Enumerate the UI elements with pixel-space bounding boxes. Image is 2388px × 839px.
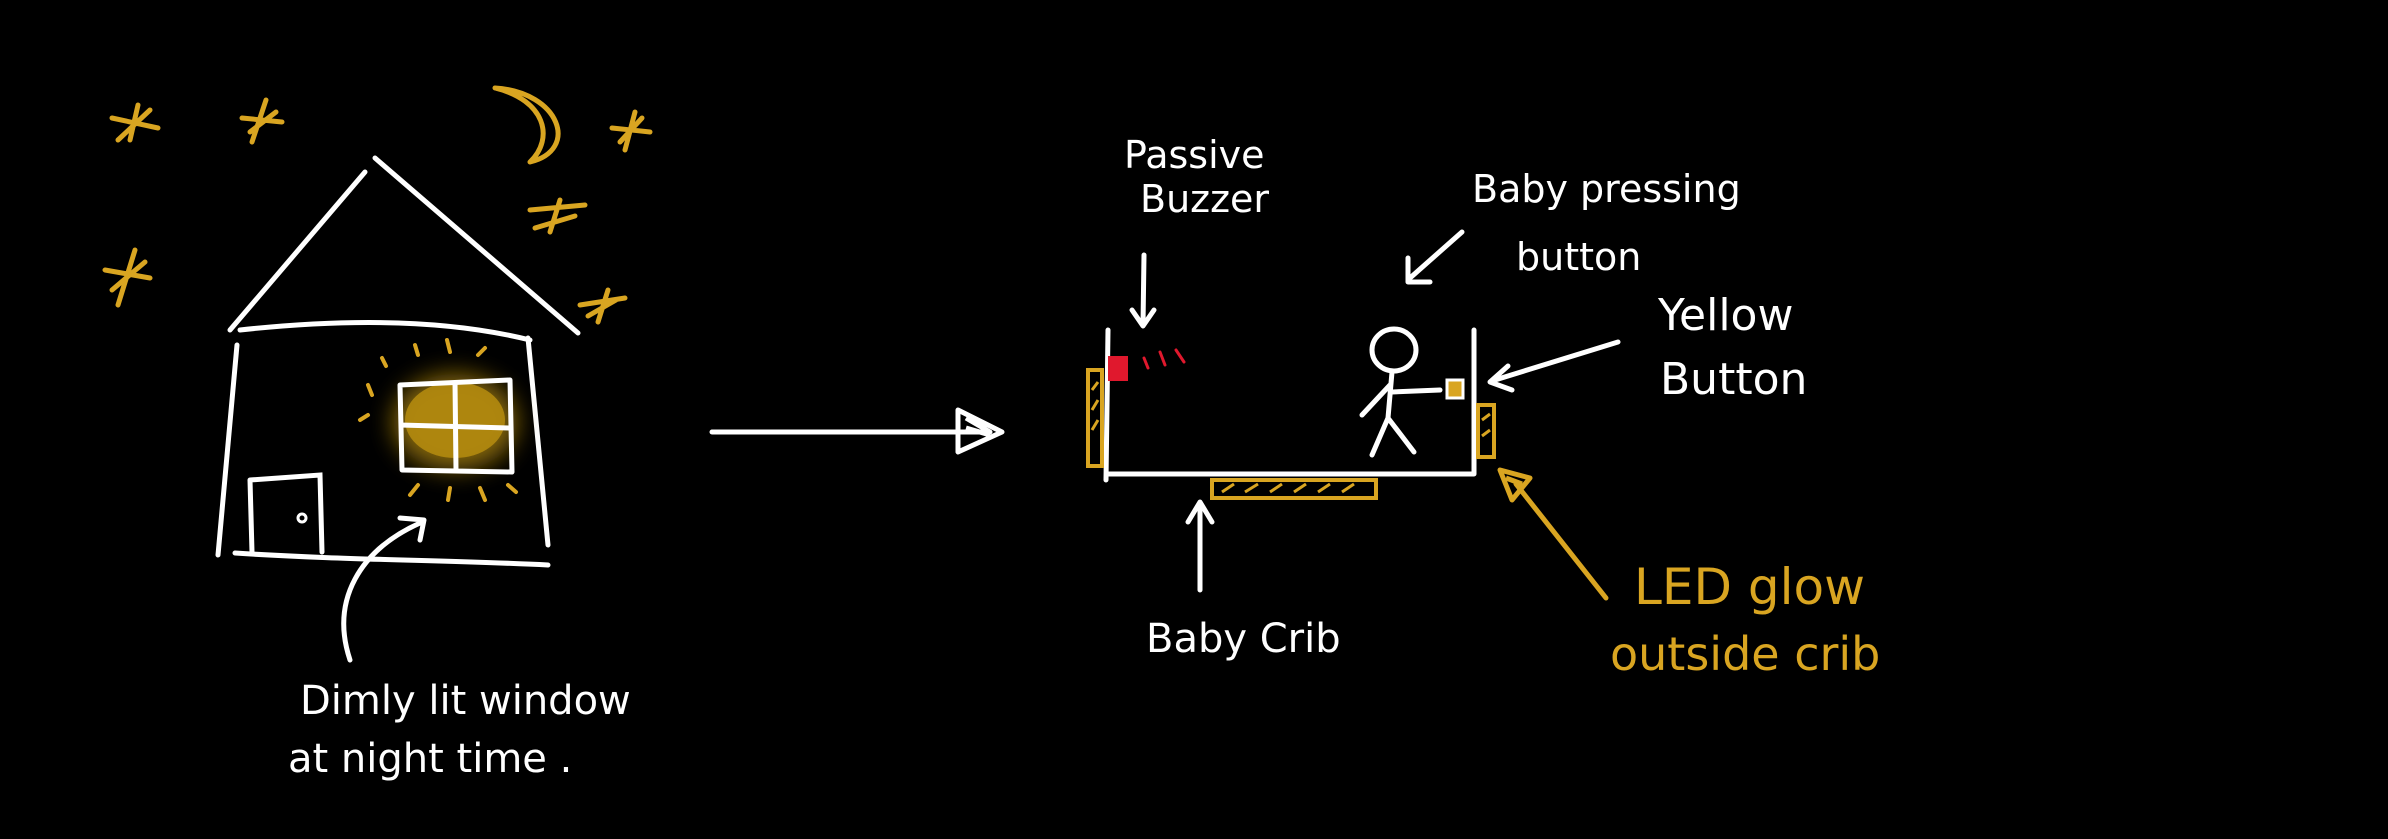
yellow-button [1445,378,1465,400]
house-door [247,472,325,555]
transition-arrow [709,407,1005,455]
led-strip-left [1086,368,1104,468]
house-roof [227,155,581,336]
led-pointer-arrow [1513,481,1609,601]
star-icon [102,247,153,308]
window-pointer-arrow [341,515,427,663]
star-icon [609,109,653,153]
baby-label-line1: Baby pressing [1472,167,1741,211]
arrow-head-icon [955,407,1005,455]
house-window [397,377,515,475]
button-label-line2: Button [1660,354,1807,405]
star-icon [109,102,161,143]
led-strips [1086,368,1496,500]
window-caption-line1: Dimly lit window [300,678,631,724]
crib-scene: Passive Buzzer Baby pressing button Yell… [1086,133,1880,681]
led-label-line1: LED glow [1634,558,1865,616]
button-label-line1: Yellow [1657,290,1793,341]
buzzer-label-line1: Passive [1124,133,1265,177]
window-rays [358,338,518,502]
night-house-scene: Dimly lit window at night time . [102,85,653,782]
buzzer-sound-waves [1142,348,1186,370]
buzzer-label-line2: Buzzer [1140,177,1269,221]
star-icons [102,97,653,325]
button-pointer-arrow [1487,339,1621,393]
baby-pointer-arrow [1405,229,1465,285]
crib-label: Baby Crib [1146,616,1341,662]
led-label-line2: outside crib [1610,627,1880,681]
buzzer-pointer-arrow [1129,252,1157,329]
crib-frame [1103,327,1477,483]
led-arrow-head-icon [1497,467,1533,503]
star-icon [577,287,628,325]
passive-buzzer [1108,356,1128,381]
led-strip-right [1476,403,1496,459]
baby-label-line2: button [1516,235,1641,279]
window-caption-line2: at night time . [288,736,572,782]
door-knob [296,512,308,524]
house-walls [215,320,551,568]
crib-pointer-arrow [1185,499,1215,593]
led-strip-bottom [1210,478,1378,500]
star-icon [527,197,588,235]
baby-figure [1359,326,1443,458]
star-icon [239,97,285,145]
moon-icon [492,85,561,165]
